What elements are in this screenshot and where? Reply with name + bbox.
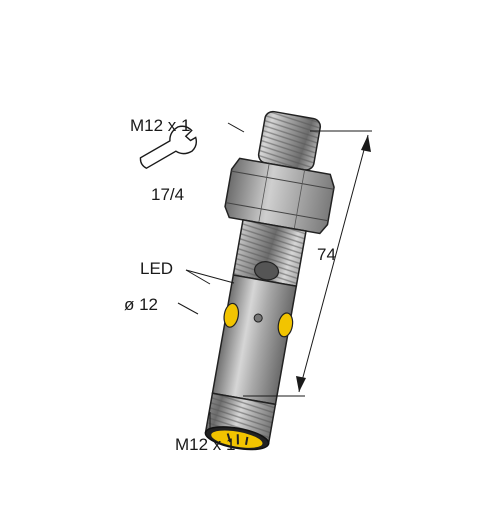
dim-arrow-top [361,135,371,152]
housing-hole [254,261,280,281]
label-diameter: ø 12 [124,295,158,314]
dim-line [298,134,369,393]
led-center [253,313,263,323]
leader-diameter [177,302,199,315]
dimension-74 [243,130,372,397]
hex-nut [224,157,335,235]
label-length: 74 [317,245,336,264]
label-thread-bottom: M12 x 1 [175,435,235,454]
label-led: LED [140,259,173,278]
housing [211,274,298,406]
leader-led-2 [185,269,235,284]
leader-led-1 [185,269,211,285]
leader-thread-top [227,122,245,133]
label-thread-top: M12 x 1 [130,116,190,135]
led-left [223,302,240,328]
sensor-body [204,110,335,451]
wrench-icon [139,125,198,169]
top-thread [257,110,322,171]
dim-arrow-bottom [296,376,306,392]
led-right [277,312,294,338]
label-wrench-size: 17/4 [151,185,184,204]
